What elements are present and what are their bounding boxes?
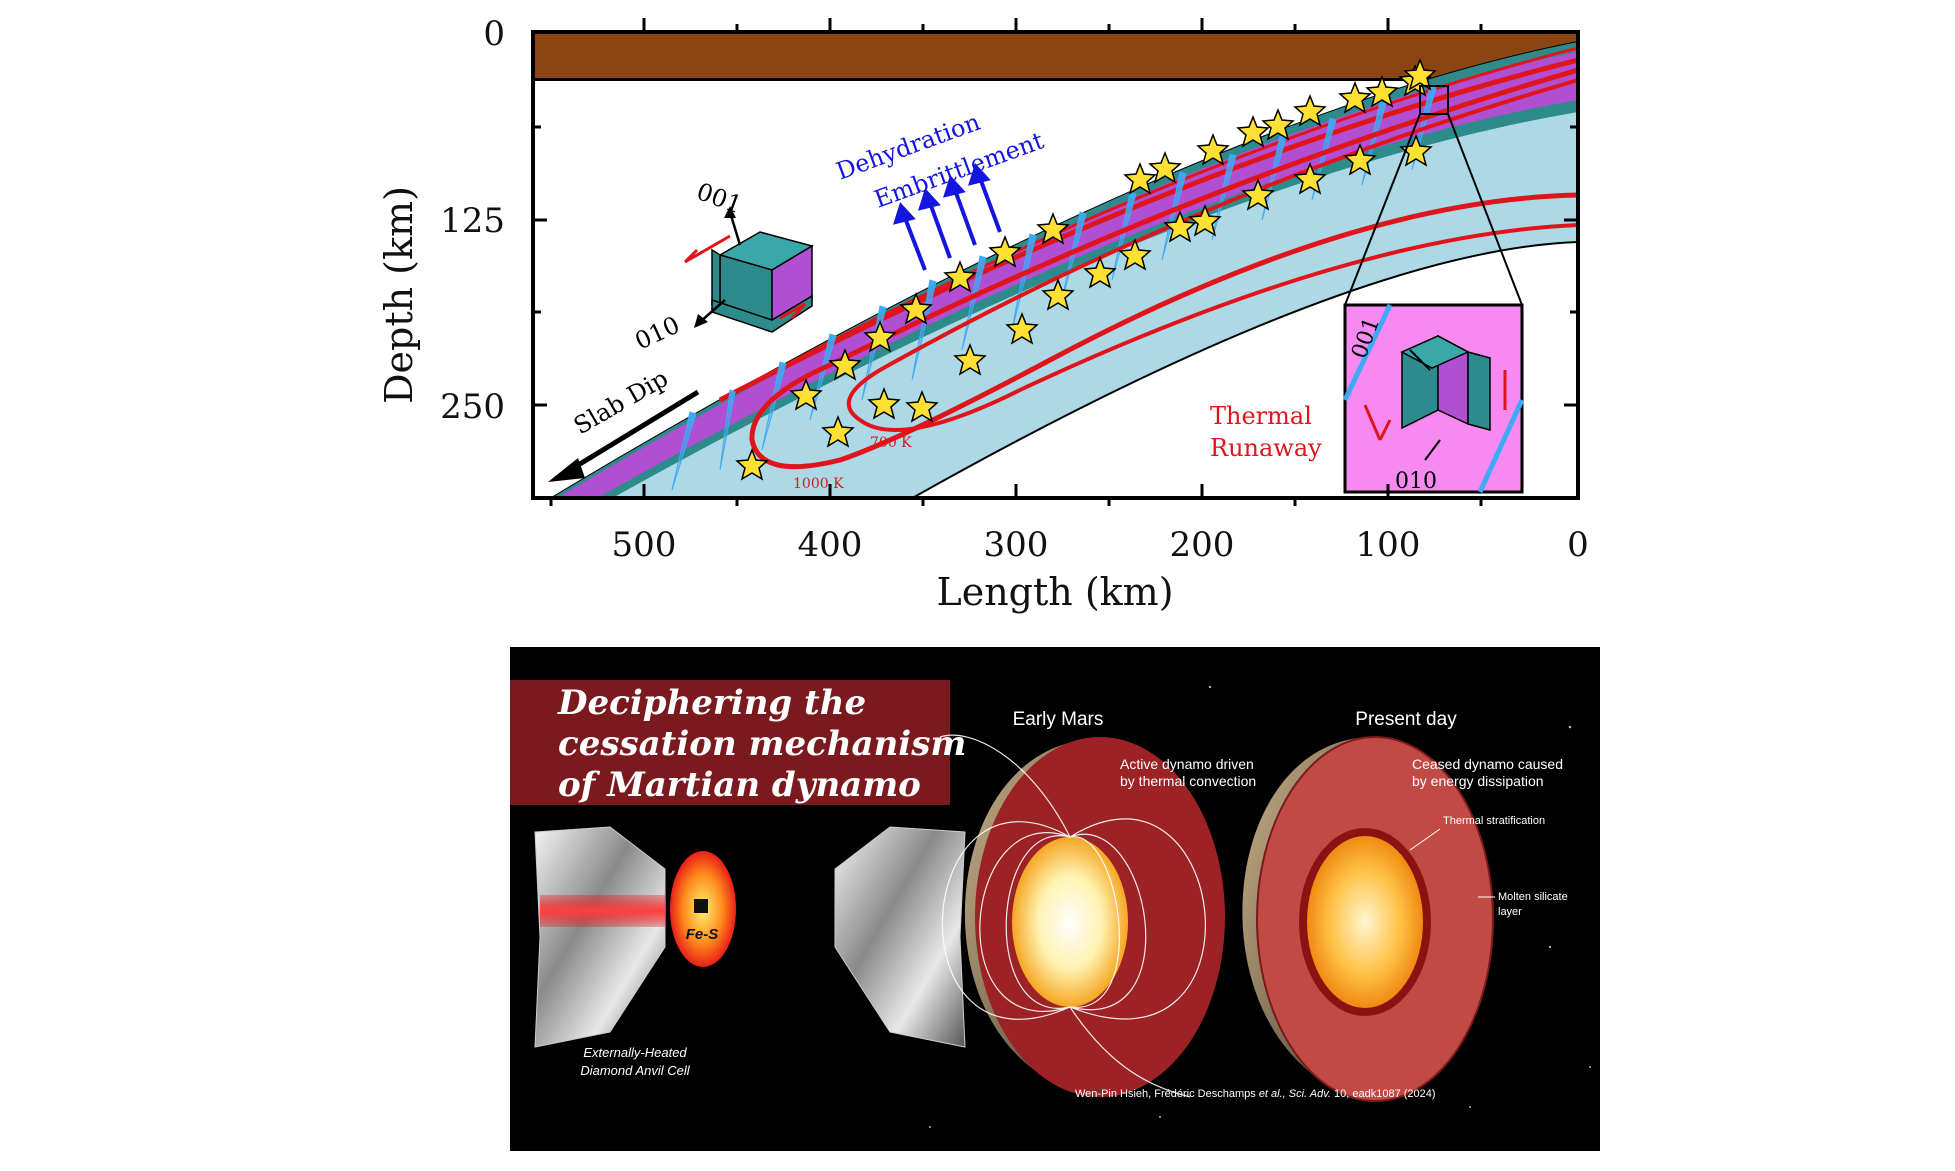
early-mars-note-2: by thermal convection xyxy=(1120,773,1256,789)
y-tick-250: 250 xyxy=(440,387,505,427)
early-mars-core xyxy=(1012,837,1128,1007)
axis-ticks xyxy=(533,18,1578,506)
present-day-note-2: by energy dissipation xyxy=(1412,773,1544,789)
molten-silicate-label-2: layer xyxy=(1498,906,1522,918)
crystal-block: 001 010 xyxy=(631,177,814,356)
crystal-inset: 001 010 xyxy=(1342,303,1525,494)
banner-line3: of Martian dynamo xyxy=(558,765,921,805)
crystal-axis-001: 001 xyxy=(693,177,746,219)
early-mars-title: Early Mars xyxy=(1013,709,1104,730)
field-lines xyxy=(939,734,1206,1098)
x-tick-500: 500 xyxy=(612,525,677,565)
early-mars-note-1: Active dynamo driven xyxy=(1120,756,1254,772)
present-mars-core xyxy=(1307,836,1423,1008)
molten-silicate-label-1: Molten silicate xyxy=(1498,891,1568,903)
isotherm-1000k-label: 1000 K xyxy=(793,476,844,492)
banner-line2: cessation mechanism xyxy=(558,724,966,764)
y-axis-title: Depth (km) xyxy=(377,186,421,404)
present-day-mars: Present day Ceased dynamo caused by ener… xyxy=(1242,709,1568,1102)
thermal-stratification-label: Thermal stratification xyxy=(1443,815,1545,827)
laser-beam xyxy=(540,895,665,927)
inset-axis-010: 010 xyxy=(1395,469,1437,494)
early-mars: Early Mars Active dynamo driven by therm… xyxy=(939,709,1256,1098)
crust-layer xyxy=(533,32,1578,80)
x-tick-0: 0 xyxy=(1567,525,1589,565)
dac-label-line1: Externally-Heated xyxy=(583,1045,687,1060)
thermal-label-2: Runaway xyxy=(1210,434,1322,462)
isotherm-700k xyxy=(846,78,1578,432)
banner-line1: Deciphering the xyxy=(557,683,866,723)
citation: Wen-Pin Hsieh, Frédéric Deschamps et al.… xyxy=(1075,1088,1436,1100)
x-tick-100: 100 xyxy=(1356,525,1421,565)
subduction-diagram: 001 010 001 010 Dehydration Embrittlemen… xyxy=(377,14,1589,614)
dehydration-arrows xyxy=(893,163,1002,271)
slab-dip-label: Slab Dip xyxy=(569,364,673,440)
thermal-label-1: Thermal xyxy=(1210,402,1312,430)
isotherm-1000k xyxy=(749,67,1578,470)
x-tick-400: 400 xyxy=(798,525,863,565)
present-day-title: Present day xyxy=(1355,709,1457,730)
x-tick-300: 300 xyxy=(984,525,1049,565)
sample-label: Fe-S xyxy=(686,926,719,943)
y-tick-0: 0 xyxy=(483,14,505,54)
title-banner xyxy=(510,680,950,805)
present-day-note-1: Ceased dynamo caused xyxy=(1412,756,1563,772)
left-diamond xyxy=(534,826,666,1048)
dac-label-line2: Diamond Anvil Cell xyxy=(580,1063,690,1078)
zoom-source-box xyxy=(1419,85,1449,115)
earthquake-stars xyxy=(735,57,1437,481)
crystal-axis-010: 010 xyxy=(631,311,684,356)
y-tick-125: 125 xyxy=(440,201,505,241)
martian-dynamo-panel: Deciphering the cessation mechanism of M… xyxy=(510,647,1600,1151)
x-axis-title: Length (km) xyxy=(936,570,1173,614)
x-tick-200: 200 xyxy=(1170,525,1235,565)
right-diamond xyxy=(834,826,966,1048)
diamond-anvil-cell: Fe-S Externally-Heated Diamond Anvil Cel… xyxy=(534,826,966,1078)
isotherm-700k-label: 700 K xyxy=(870,435,912,451)
